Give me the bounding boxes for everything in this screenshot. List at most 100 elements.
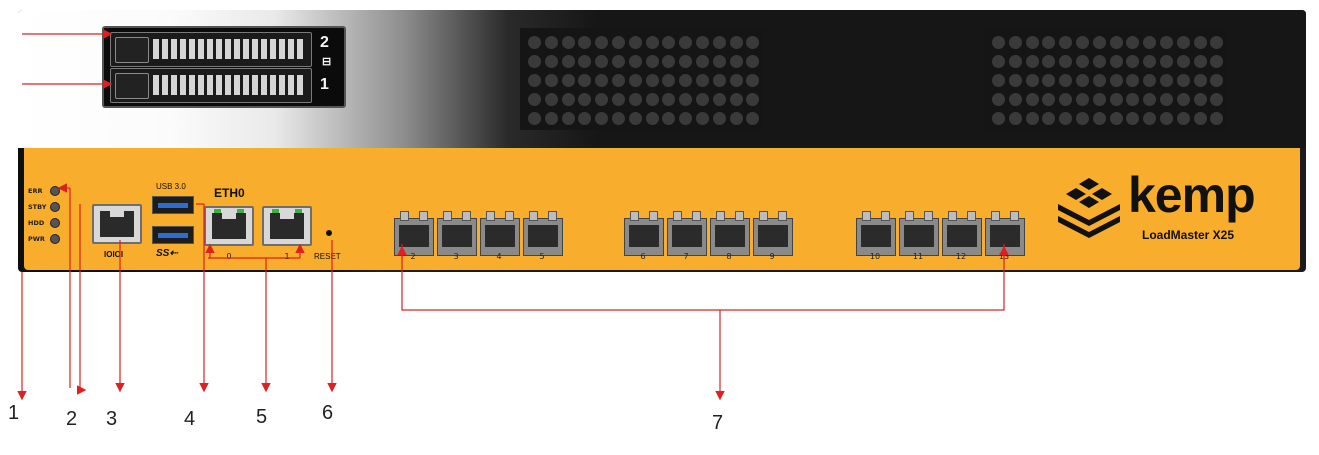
sfp-port-4[interactable] <box>480 211 520 256</box>
vent-hole <box>1126 112 1140 125</box>
vent-hole <box>1025 55 1039 68</box>
sfp-port-3[interactable] <box>437 211 477 256</box>
vent-hole <box>1160 55 1173 68</box>
vent-hole <box>679 74 693 87</box>
vent-hole <box>729 93 743 106</box>
sfp-port-number: 10 <box>869 252 881 261</box>
vent-hole <box>729 55 743 68</box>
led-label: ERR <box>28 187 43 195</box>
vent-hole <box>1176 93 1190 106</box>
vent-hole <box>1126 74 1140 87</box>
sfp-port-number: 5 <box>539 252 545 261</box>
led-indicator <box>50 218 60 228</box>
vent-hole <box>628 55 642 68</box>
vent-hole <box>1025 93 1039 106</box>
vent-hole <box>1176 74 1190 87</box>
vent-hole <box>1076 112 1089 125</box>
vent-hole <box>1193 112 1207 125</box>
vent-hole <box>729 36 743 49</box>
vent-hole <box>1076 93 1089 106</box>
vent-hole <box>1143 93 1157 106</box>
sfp-port-9[interactable] <box>753 211 793 256</box>
vent-hole <box>645 55 659 68</box>
sfp-port-number: 6 <box>640 252 646 261</box>
vent-hole <box>1059 74 1073 87</box>
vent-hole <box>1210 36 1224 49</box>
drive-bay-2[interactable] <box>110 32 312 67</box>
vent-hole <box>1160 74 1173 87</box>
sfp-port-number: 4 <box>496 252 502 261</box>
vent-hole <box>1193 36 1207 49</box>
vent-hole <box>696 93 709 106</box>
vent-hole <box>561 36 575 49</box>
console-label: IOIOI <box>104 250 124 259</box>
vent-hole <box>746 112 760 125</box>
sfp-port-8[interactable] <box>710 211 750 256</box>
vent-hole <box>1025 112 1039 125</box>
sfp-port-number: 12 <box>955 252 967 261</box>
vent-hole <box>528 74 541 87</box>
brand-name: kemp <box>1128 167 1256 223</box>
vent-hole <box>746 93 760 106</box>
vent-hole <box>1042 36 1056 49</box>
bay-number-label: 1 <box>320 76 329 93</box>
usb-port-bottom[interactable] <box>152 226 194 244</box>
vent-hole <box>645 74 659 87</box>
vent-hole <box>746 36 760 49</box>
vent-hole <box>696 112 709 125</box>
vent-hole <box>1076 74 1089 87</box>
vent-hole <box>1076 36 1089 49</box>
vent-hole <box>1193 93 1207 106</box>
vent-hole <box>1042 93 1056 106</box>
sfp-port-10[interactable] <box>856 211 896 256</box>
arrow-sfp-bracket <box>401 244 1005 311</box>
vent-hole <box>1143 112 1157 125</box>
vent-hole <box>712 93 726 106</box>
usb-logo: SS⇠ <box>156 248 178 259</box>
vent-hole <box>992 93 1005 106</box>
drive-vent <box>153 39 303 59</box>
drive-bay-1[interactable] <box>110 68 312 103</box>
sfp-port-5[interactable] <box>523 211 563 256</box>
usb-port-top[interactable] <box>152 196 194 214</box>
vent-hole <box>1176 36 1190 49</box>
model-name: LoadMaster X25 <box>1142 228 1235 242</box>
vent-hole <box>1109 74 1123 87</box>
sfp-port-11[interactable] <box>899 211 939 256</box>
vent-hole <box>679 112 693 125</box>
vent-hole <box>561 112 575 125</box>
sfp-port-2[interactable] <box>394 211 434 256</box>
sfp-port-number: 2 <box>410 252 416 261</box>
sfp-port-number: 3 <box>453 252 459 261</box>
usb-logo-text: SS <box>156 248 170 259</box>
sfp-port-6[interactable] <box>624 211 664 256</box>
sfp-port-12[interactable] <box>942 211 982 256</box>
sfp-port-number: 7 <box>683 252 689 261</box>
console-port[interactable] <box>92 204 142 244</box>
callout-number: 7 <box>712 412 724 434</box>
drive-handle <box>115 37 149 63</box>
eth-port-0[interactable] <box>204 206 254 246</box>
vent-hole <box>662 74 676 87</box>
vent-hole <box>662 36 676 49</box>
vent-hole <box>1193 55 1207 68</box>
vent-hole <box>628 112 642 125</box>
appliance-chassis: 2 ⊟ 1 ERR STBY HDD PWR IOIOI USB 3.0 SS⇠… <box>18 10 1306 272</box>
vent-hole <box>612 36 625 49</box>
vent-hole <box>696 36 709 49</box>
vent-hole <box>544 55 558 68</box>
reset-button[interactable] <box>326 230 332 236</box>
vent-hole <box>1092 74 1106 87</box>
vent-hole <box>679 55 693 68</box>
vent-hole <box>612 112 625 125</box>
sfp-port-7[interactable] <box>667 211 707 256</box>
vent-hole <box>1059 55 1073 68</box>
vent-hole <box>662 112 676 125</box>
vent-hole <box>544 36 558 49</box>
vent-hole <box>1160 93 1173 106</box>
eth-label: ETH0 <box>214 186 245 200</box>
sfp-port-number: 8 <box>726 252 732 261</box>
vent-hole <box>578 55 592 68</box>
eth-port-1[interactable] <box>262 206 312 246</box>
